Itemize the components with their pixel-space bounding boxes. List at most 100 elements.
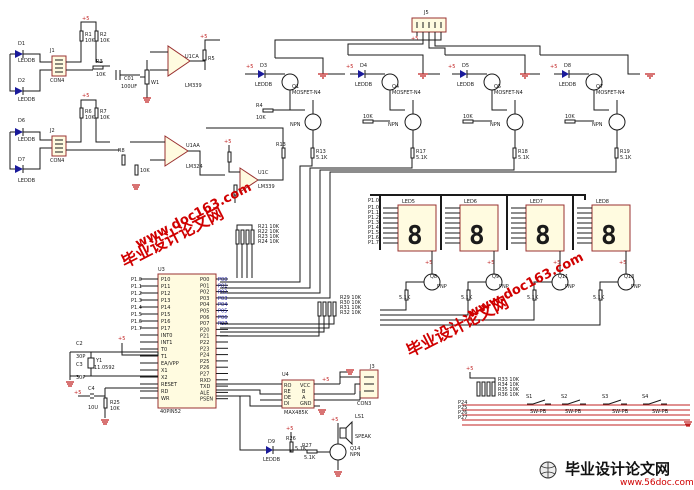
logo-ball-icon [539, 461, 557, 479]
mosfet-stages: +5 D3 LEDDB Q1 MOSFET-N4 NPN R4 10K +5 D… [206, 54, 655, 299]
svg-text:SW-PB: SW-PB [530, 409, 547, 415]
svg-text:LEDDB: LEDDB [18, 137, 36, 143]
svg-text:RO: RO [284, 383, 291, 389]
svg-text:+5: +5 [553, 260, 560, 266]
svg-text:J5: J5 [423, 10, 429, 16]
svg-text:10K: 10K [256, 115, 266, 121]
pnp-q9: Q9 PNP 5.1K +5 [380, 251, 509, 316]
power-header-j5: J5 +5 [274, 10, 541, 58]
mcu-pin-label: WR [161, 396, 170, 402]
svg-text:PNP: PNP [631, 284, 641, 290]
svg-text:30P: 30P [76, 375, 85, 381]
mcu-pin-label: P11 [161, 284, 170, 290]
svg-text:VCC: VCC [300, 383, 311, 389]
svg-text:Q5: Q5 [494, 84, 501, 90]
mcu-pin-label: P02 [200, 290, 209, 296]
svg-text:+5: +5 [411, 36, 418, 42]
mcu-pin-label: P22 [200, 340, 209, 346]
mcu-pin-label: INT0 [161, 333, 172, 339]
svg-text:Q8: Q8 [430, 274, 437, 280]
svg-text:+5: +5 [550, 64, 557, 70]
svg-text:S1: S1 [526, 394, 532, 400]
svg-text:R24 10K: R24 10K [258, 239, 280, 245]
svg-text:D5: D5 [462, 63, 469, 69]
opamp-u1ca: U1CA LM339 R5 +5 [150, 34, 220, 89]
port-label: P05 [218, 309, 227, 315]
svg-text:D1: D1 [18, 41, 25, 47]
svg-text:PNP: PNP [499, 284, 509, 290]
svg-text:R33 10K: R33 10K [498, 377, 520, 383]
svg-text:MOSFET-N4: MOSFET-N4 [596, 90, 625, 96]
capacitor-c01: C01 100UF [115, 70, 137, 90]
mcu-pin-label: ALE [200, 390, 209, 396]
svg-text:D6: D6 [18, 118, 25, 124]
svg-text:+5: +5 [118, 336, 125, 342]
seven-seg-led6: LED6 8 [445, 199, 499, 252]
svg-text:40PIN52: 40PIN52 [160, 409, 181, 415]
svg-text:10K: 10K [140, 168, 150, 174]
svg-text:SPEAK: SPEAK [355, 434, 372, 440]
svg-text:LM324: LM324 [186, 164, 203, 170]
svg-text:Q1: Q1 [292, 84, 299, 90]
svg-text:8: 8 [535, 221, 551, 251]
svg-text:R19: R19 [620, 149, 630, 155]
svg-text:5.1K: 5.1K [304, 455, 316, 461]
mcu-pin-label: P27 [200, 372, 209, 378]
svg-text:R21 10K: R21 10K [258, 224, 280, 230]
seven-seg-led8: LED8 8 [577, 199, 631, 252]
svg-text:P1.6: P1.6 [368, 235, 379, 241]
opamp-u1aa: U1AA LM324 R8 10K [118, 135, 225, 190]
svg-text:10K: 10K [110, 406, 120, 412]
svg-text:Y1: Y1 [95, 358, 102, 364]
svg-text:MAX485K: MAX485K [284, 410, 309, 416]
port-label: P1.5 [131, 312, 142, 318]
svg-text:R13: R13 [276, 142, 286, 148]
svg-text:LED5: LED5 [402, 199, 415, 205]
mosfet-stage-q7: +5 D8 LEDDB Q7 MOSFET-N4 NPN 10K [540, 54, 655, 148]
svg-text:LEDDB: LEDDB [263, 457, 281, 463]
svg-text:5.1K: 5.1K [461, 295, 473, 301]
svg-text:+5: +5 [286, 426, 293, 432]
svg-text:P1.3: P1.3 [368, 220, 379, 226]
speaker-ls1: LS1 SPEAK [339, 414, 372, 446]
mcu-left-port-labels: P1.0P1.1P1.2P1.3P1.4P1.5P1.6P1.7 [131, 277, 142, 332]
svg-text:CON3: CON3 [357, 401, 371, 407]
svg-text:CON4: CON4 [50, 158, 64, 164]
svg-text:P1.7: P1.7 [368, 240, 379, 246]
svg-text:Q7: Q7 [596, 84, 603, 90]
svg-text:P1.1: P1.1 [368, 210, 379, 216]
svg-text:10K: 10K [85, 38, 95, 44]
svg-text:SW-PB: SW-PB [612, 409, 629, 415]
svg-text:MOSFET-N4: MOSFET-N4 [494, 90, 523, 96]
mcu-pin-label: P00 [200, 277, 209, 283]
svg-text:PNP: PNP [565, 284, 575, 290]
svg-text:S2: S2 [561, 394, 567, 400]
svg-text:B: B [302, 389, 306, 395]
mcu-pin-label: P12 [161, 291, 170, 297]
svg-text:P25: P25 [458, 405, 467, 411]
svg-text:LEDDB: LEDDB [18, 97, 36, 103]
mcu-left-pins: P10P11P12P13P14P15P16P17INT0INT1T0T1EA/V… [140, 277, 179, 402]
svg-text:P1.2: P1.2 [368, 215, 379, 221]
mcu-pin-label: P14 [161, 305, 170, 311]
switch-s3: SW-PB S3 [602, 394, 629, 415]
buzzer-section: LS1 SPEAK Q14 NPN +5 R26 5.1K R27 5.1K D… [216, 395, 372, 477]
svg-text:P24: P24 [458, 400, 467, 406]
svg-text:+5: +5 [331, 417, 338, 423]
mcu-pin-label: P23 [200, 346, 209, 352]
svg-text:C01: C01 [124, 76, 134, 82]
switch-s4: SW-PB S4 [642, 394, 669, 415]
svg-text:NPN: NPN [490, 122, 501, 128]
mcu-pin-label: PSEN [200, 397, 213, 403]
svg-text:5.1K: 5.1K [593, 295, 605, 301]
svg-text:5.1K: 5.1K [416, 155, 428, 161]
svg-text:+5: +5 [74, 390, 81, 396]
led-d6: D6 LEDDB [15, 118, 36, 143]
svg-text:LEDDB: LEDDB [255, 82, 273, 88]
svg-text:10K: 10K [463, 114, 473, 120]
svg-text:S3: S3 [602, 394, 608, 400]
svg-text:U4: U4 [282, 372, 289, 378]
mcu-pin-label: INT1 [161, 340, 172, 346]
